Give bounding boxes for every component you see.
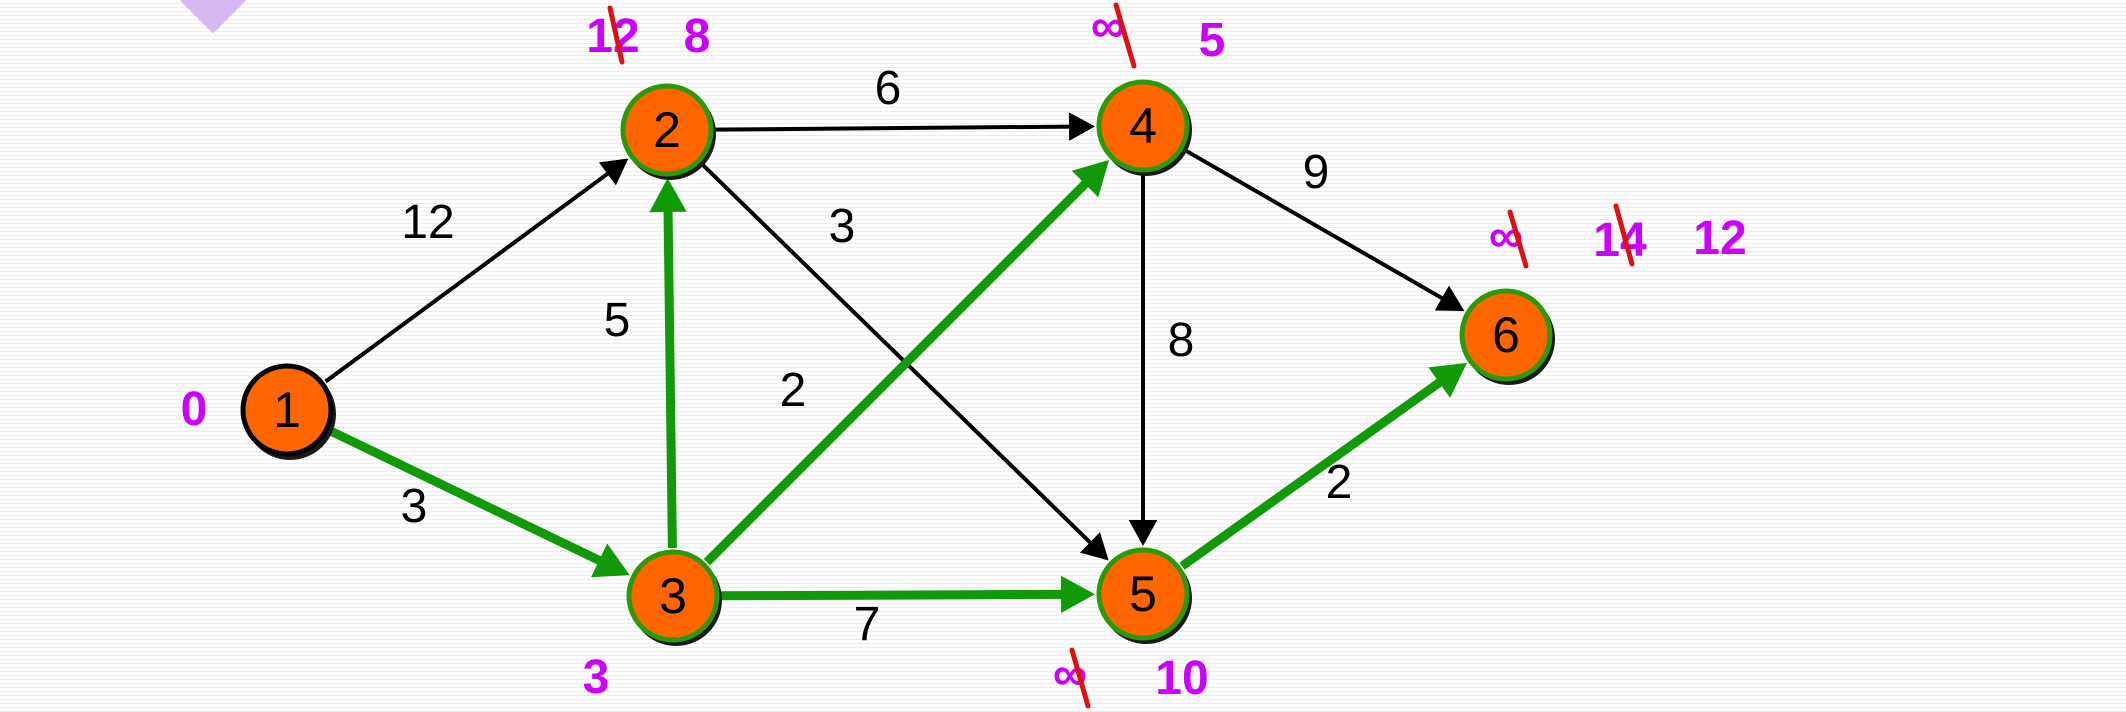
edge-4-6-arrowhead <box>1434 285 1465 312</box>
edge-1-2: 12 <box>324 158 629 384</box>
edge-1-3-line <box>328 426 608 568</box>
node-6[interactable]: 6 <box>1459 288 1555 385</box>
edge-3-4-arrowhead <box>1071 159 1110 198</box>
node-3[interactable]: 3 <box>626 549 722 646</box>
edge-2-5-arrowhead <box>1080 532 1109 561</box>
edge-3-4-weight: 2 <box>780 364 807 417</box>
edges: 12 6 3 8 9 3 5 2 7 2 <box>324 62 1467 651</box>
edge-1-3: 3 <box>328 426 630 578</box>
node-4-circle <box>1096 79 1190 173</box>
edge-5-6-line <box>1179 375 1448 570</box>
edge-3-5: 7 <box>720 575 1096 651</box>
edge-3-2-arrowhead <box>649 177 687 213</box>
edge-3-2-line <box>663 205 677 549</box>
strike-mark-3 <box>1507 209 1529 269</box>
node-4-label: 4 <box>1129 98 1157 154</box>
node-2-label: 2 <box>653 102 681 158</box>
node-3-label: 3 <box>659 568 687 624</box>
edge-4-5-weight: 8 <box>1168 314 1195 367</box>
edge-1-3-arrowhead <box>591 543 630 578</box>
node-6-label: 6 <box>1492 307 1520 363</box>
edge-2-5-line <box>699 162 1096 548</box>
node-5-circle <box>1096 547 1190 641</box>
edge-3-5-weight: 7 <box>854 598 881 651</box>
edge-4-6-weight: 9 <box>1303 146 1330 199</box>
strike-mark-2 <box>1069 647 1091 709</box>
edge-3-5-arrowhead <box>1060 575 1096 614</box>
edge-1-3-weight: 3 <box>401 480 428 533</box>
node-1[interactable]: 1 <box>240 363 336 460</box>
node-1-label: 1 <box>273 382 301 438</box>
edge-4-5-arrowhead <box>1128 520 1158 546</box>
edge-4-6: 9 <box>1183 146 1465 312</box>
dist-5-final: 10 <box>1155 652 1208 705</box>
edge-3-2: 5 <box>604 177 687 549</box>
node-4[interactable]: 4 <box>1096 79 1192 176</box>
node-5-label: 5 <box>1129 566 1157 622</box>
dist-1-final: 0 <box>181 383 208 436</box>
node-1-circle <box>240 363 334 457</box>
edge-2-5: 3 <box>699 162 1109 561</box>
edge-1-2-weight: 12 <box>401 196 454 249</box>
strike-marks <box>607 2 1635 709</box>
edge-1-2-line <box>324 169 613 384</box>
strike-mark-0 <box>607 5 625 65</box>
dist-6-final: 12 <box>1693 212 1746 265</box>
edge-5-6-weight: 2 <box>1326 456 1353 509</box>
edge-1-2-arrowhead <box>598 158 629 186</box>
edge-3-4-line <box>703 175 1094 566</box>
edge-4-5: 8 <box>1128 174 1195 546</box>
edge-2-4: 6 <box>714 62 1096 141</box>
node-2-circle <box>620 83 714 177</box>
dist-2-final: 8 <box>684 10 711 63</box>
dist-4-final: 5 <box>1199 14 1226 67</box>
edge-3-5-line <box>720 589 1068 601</box>
node-3-circle <box>626 549 720 643</box>
edge-2-5-weight: 3 <box>829 200 856 253</box>
edge-2-4-weight: 6 <box>875 62 902 115</box>
dist-3-final: 3 <box>583 651 610 704</box>
edge-3-2-weight: 5 <box>604 294 631 347</box>
edge-2-4-line <box>714 124 1075 132</box>
edge-5-6-arrowhead <box>1428 362 1467 398</box>
strike-mark-1 <box>1113 2 1137 69</box>
edge-4-6-line <box>1183 148 1448 303</box>
edge-5-6: 2 <box>1179 362 1467 570</box>
strike-mark-4 <box>1613 203 1635 267</box>
node-2[interactable]: 2 <box>620 83 716 180</box>
edge-2-4-arrowhead <box>1068 112 1096 141</box>
edge-3-4: 2 <box>703 159 1110 566</box>
node-6-circle <box>1459 288 1553 382</box>
node-5[interactable]: 5 <box>1096 547 1192 644</box>
nodes: 1 2 3 4 5 6 <box>240 79 1555 646</box>
